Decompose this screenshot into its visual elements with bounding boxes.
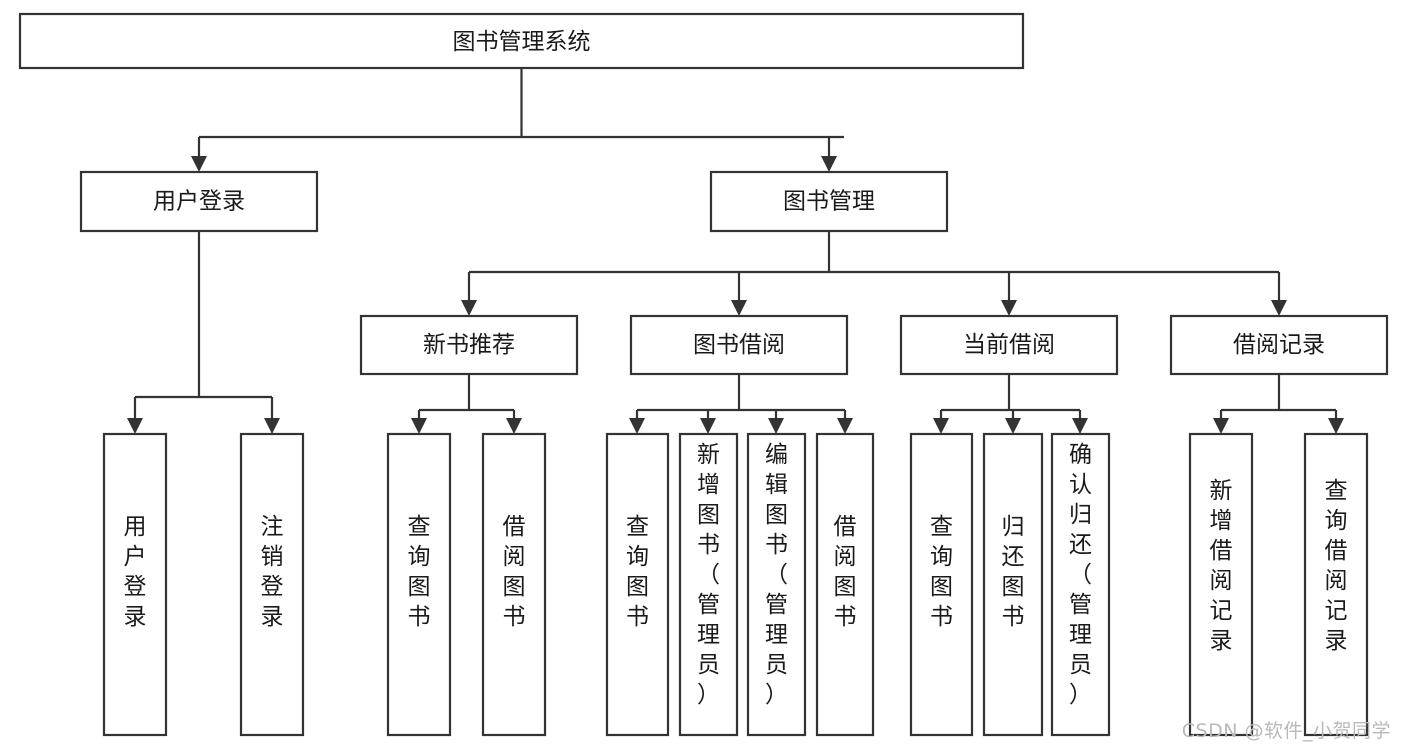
node-book-management[interactable]: 图书管理 [709, 170, 949, 233]
leaf-query-book-recommend[interactable]: 查询图书 [386, 432, 452, 737]
leaf-query-book-borrow[interactable]: 查询图书 [605, 432, 670, 737]
leaf-logout-box [239, 432, 305, 737]
leaf-add-book-admin-label: 新增图书（管理员） [697, 442, 720, 708]
node-current-borrow-box [899, 314, 1119, 376]
node-root-system[interactable]: 图书管理系统 [18, 12, 1025, 70]
leaf-add-borrow-record-label: 新增借阅记录 [1210, 478, 1233, 654]
arrowhead-leaf-return-book [1005, 418, 1021, 434]
leaf-confirm-return-admin-label: 确认归还（管理员） [1069, 442, 1092, 708]
leaf-query-book-recommend-box [386, 432, 452, 737]
leaf-query-borrow-record-label: 查询借阅记录 [1325, 478, 1348, 654]
leaf-return-book-label: 归还图书 [1002, 514, 1025, 630]
leaf-borrow-book-borrow-box [815, 432, 875, 737]
node-book-borrow[interactable]: 图书借阅 [629, 314, 849, 376]
leaf-user-login-label: 用户登录 [124, 514, 147, 630]
leaf-edit-book-admin-label: 编辑图书（管理员） [765, 442, 788, 708]
leaf-query-book-borrow-label: 查询图书 [626, 514, 649, 630]
leaf-add-book-admin[interactable]: 新增图书（管理员） [678, 432, 739, 737]
arrowhead-leaf-borrow-book-b [837, 418, 853, 434]
node-root-box [18, 12, 1025, 70]
arrowhead-book-mgmt [821, 156, 837, 172]
node-root-label: 图书管理系统 [453, 29, 591, 55]
leaf-add-borrow-record[interactable]: 新增借阅记录 [1188, 432, 1254, 737]
leaf-user-login-box [102, 432, 168, 737]
node-user-login[interactable]: 用户登录 [79, 170, 319, 233]
node-book-borrow-label: 图书借阅 [693, 332, 785, 358]
arrowhead-leaf-confirm-return [1072, 418, 1088, 434]
leaf-query-borrow-record[interactable]: 查询借阅记录 [1303, 432, 1369, 737]
leaf-borrow-book-recommend-box [481, 432, 547, 737]
arrowhead-leaf-edit-book [768, 418, 784, 434]
node-new-book-recommend-box [359, 314, 579, 376]
arrowhead-current-borrow [1001, 300, 1017, 316]
node-current-borrow[interactable]: 当前借阅 [899, 314, 1119, 376]
leaf-confirm-return-admin[interactable]: 确认归还（管理员） [1050, 432, 1111, 737]
node-borrow-record[interactable]: 借阅记录 [1169, 314, 1389, 376]
leaf-query-borrow-record-box [1303, 432, 1369, 737]
arrowhead-leaf-query-book-c [933, 418, 949, 434]
leaf-query-book-current-label: 查询图书 [930, 514, 953, 630]
arrowhead-leaf-add-book [700, 418, 716, 434]
node-book-management-label: 图书管理 [783, 189, 875, 215]
node-book-management-box [709, 170, 949, 233]
leaf-edit-book-admin[interactable]: 编辑图书（管理员） [746, 432, 807, 737]
leaf-edit-book-admin-box [746, 432, 807, 737]
node-user-login-label: 用户登录 [153, 189, 245, 215]
arrowhead-leaf-query-book-a [411, 418, 427, 434]
node-borrow-record-box [1169, 314, 1389, 376]
leaf-user-login[interactable]: 用户登录 [102, 432, 168, 737]
node-new-book-recommend-label: 新书推荐 [423, 332, 515, 358]
node-borrow-record-label: 借阅记录 [1233, 332, 1325, 358]
leaf-borrow-book-borrow-label: 借阅图书 [834, 514, 857, 630]
leaf-add-borrow-record-box [1188, 432, 1254, 737]
leaf-borrow-book-borrow[interactable]: 借阅图书 [815, 432, 875, 737]
leaf-query-book-recommend-label: 查询图书 [408, 514, 431, 630]
arrowhead-leaf-logout [264, 418, 280, 434]
leaf-return-book[interactable]: 归还图书 [982, 432, 1044, 737]
leaf-query-book-current[interactable]: 查询图书 [909, 432, 974, 737]
connector-layer [127, 68, 1344, 434]
arrowhead-user-login [191, 156, 207, 172]
node-current-borrow-label: 当前借阅 [963, 332, 1055, 358]
arrowhead-borrow-record [1271, 300, 1287, 316]
arrowhead-new-book [461, 300, 477, 316]
leaf-query-book-borrow-box [605, 432, 670, 737]
leaf-confirm-return-admin-box [1050, 432, 1111, 737]
node-new-book-recommend[interactable]: 新书推荐 [359, 314, 579, 376]
leaf-add-book-admin-box [678, 432, 739, 737]
leaf-borrow-book-recommend-label: 借阅图书 [503, 514, 526, 630]
leaf-query-book-current-box [909, 432, 974, 737]
leaf-logout[interactable]: 注销登录 [239, 432, 305, 737]
arrowhead-leaf-query-book-b [629, 418, 645, 434]
leaf-logout-label: 注销登录 [261, 514, 284, 630]
arrowhead-book-borrow [731, 300, 747, 316]
leaf-borrow-book-recommend[interactable]: 借阅图书 [481, 432, 547, 737]
arrowhead-leaf-add-record [1213, 418, 1229, 434]
leaf-return-book-box [982, 432, 1044, 737]
arrowhead-leaf-query-record [1328, 418, 1344, 434]
node-book-borrow-box [629, 314, 849, 376]
node-user-login-box [79, 170, 319, 233]
arrowhead-leaf-borrow-book-a [506, 418, 522, 434]
arrowhead-leaf-user-login [127, 418, 143, 434]
